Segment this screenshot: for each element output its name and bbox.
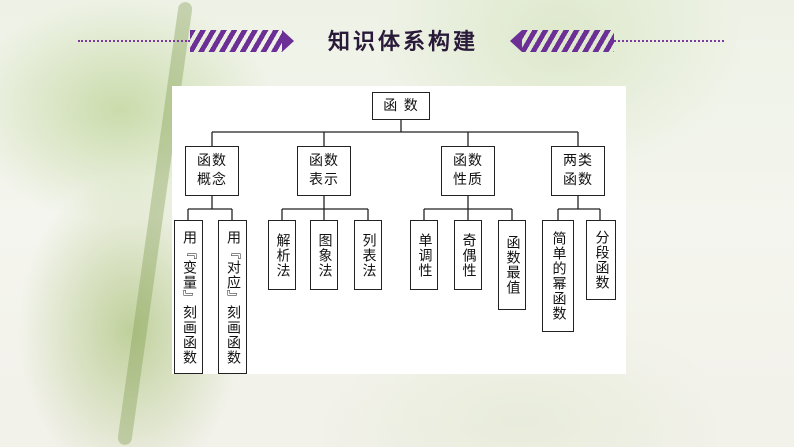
header-dotted-line-right <box>614 40 724 42</box>
leaf-node-correspondence-definition: 用『对应』刻画函数 <box>218 220 247 374</box>
branch-node-two-function-types: 两类 函数 <box>551 146 605 196</box>
section-title: 知识体系构建 <box>327 29 478 55</box>
leaf-node-graph-method: 图象法 <box>310 220 338 290</box>
branch-node-concept: 函数 概念 <box>185 146 239 196</box>
root-node-function: 函 数 <box>372 92 430 120</box>
leaf-node-table-method: 列表法 <box>354 220 382 290</box>
branch-node-representation: 函数 表示 <box>297 146 351 196</box>
leaf-node-power-function: 简单的幂函数 <box>542 220 574 332</box>
concept-map-panel: 函 数 函数 概念 函数 表示 函数 性质 两类 函数 用『变量』刻画函数 用『… <box>172 86 626 374</box>
branch-node-properties: 函数 性质 <box>441 146 495 196</box>
leaf-node-piecewise-function: 分段函数 <box>586 220 616 300</box>
leaf-node-parity: 奇偶性 <box>454 220 482 290</box>
section-header: 知识体系构建 <box>0 18 794 64</box>
leaf-node-extreme-values: 函数最值 <box>498 220 526 310</box>
header-arrow-left-icon <box>282 30 294 52</box>
leaf-node-analytic-method: 解析法 <box>268 220 296 290</box>
connector-lines <box>187 120 601 220</box>
leaf-node-variable-definition: 用『变量』刻画函数 <box>174 220 203 374</box>
header-dotted-line-left <box>78 40 190 42</box>
leaf-node-monotonicity: 单调性 <box>410 220 438 290</box>
header-stripes-right <box>522 30 614 52</box>
header-arrow-right-icon <box>510 30 522 52</box>
header-stripes-left <box>190 30 282 52</box>
